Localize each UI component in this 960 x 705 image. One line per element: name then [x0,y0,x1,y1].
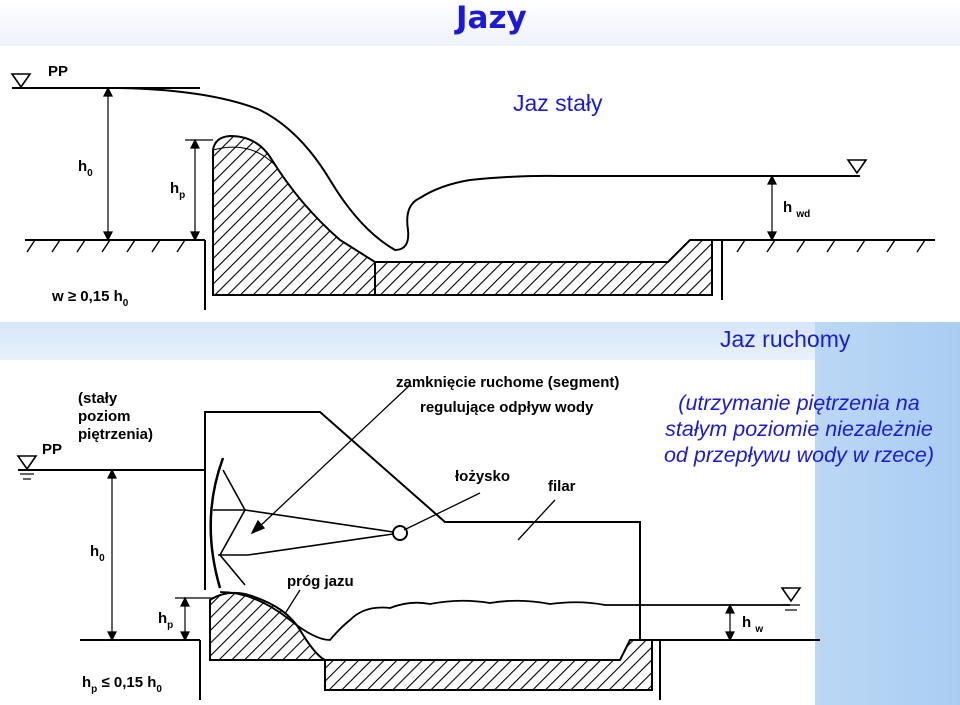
bearing-label: łożysko [455,468,511,485]
hw-label: h w [742,614,764,635]
weir-body [212,134,376,296]
gate-label-line1: zamknięcie ruchome (segment) [396,374,620,391]
section-band [0,322,960,360]
dimension-h0-2 [107,468,117,642]
side-bar [815,322,960,705]
dimension-hp [185,138,213,242]
water-level-symbol-downstream [846,159,868,175]
segment-gate [209,457,225,589]
hwd-label: h wd [783,199,811,220]
pier-label: filar [548,478,576,495]
sill-label: próg jazu [287,573,354,590]
overflow-nappe [119,87,860,252]
title-band [0,0,960,46]
dimension-h0 [103,86,113,242]
hp-label: hp [170,180,186,201]
water-level-symbol-downstream-2 [780,587,802,611]
movable-weir-heading: Jaz ruchomy [720,326,851,352]
movable-condition-label: hp ≤ 0,15 h0 [82,674,162,695]
ground-hatching [26,239,926,253]
gate-label-line2: regulujące odpływ wody [420,399,594,416]
pier-outline [204,411,641,645]
movable-weir-diagram [16,384,820,700]
water-level-symbol-upstream [10,73,200,89]
pp-label-2: PP [42,441,63,458]
stilling-basin-apron [374,239,713,296]
fixed-weir-diagram [10,73,935,310]
hp-label-2: hp [158,610,174,631]
level-note: (stały poziom piętrzenia) [78,390,154,443]
dimension-hw [725,603,735,642]
bearing-pivot [392,525,408,541]
water-surface [219,591,790,641]
apron [324,639,653,691]
dimension-hp-2 [175,596,215,642]
movable-weir-description: (utrzymanie piętrzenia na stałym poziomi… [663,391,935,467]
gate-frame [213,469,401,586]
fixed-condition-label: w ≥ 0,15 h0 [52,288,129,309]
dimension-hwd [767,174,777,242]
h0-label-2: h0 [90,543,105,564]
page-title: Jazy [456,0,527,36]
pp-label: PP [48,63,69,80]
weir-sill [209,591,326,661]
h0-label: h0 [78,158,93,179]
fixed-weir-heading: Jaz stały [513,90,603,116]
